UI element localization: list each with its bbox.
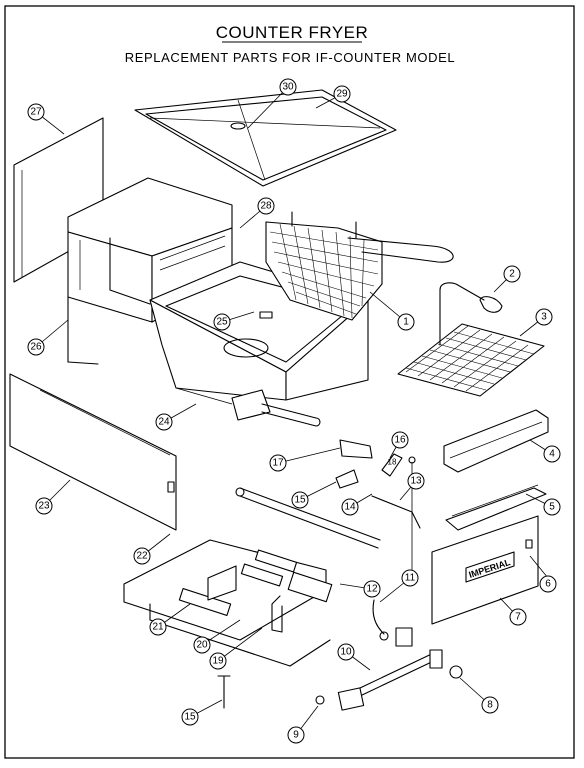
callout-1: 1	[397, 313, 415, 331]
svg-text:21: 21	[152, 622, 164, 633]
callout-6: 6	[539, 575, 557, 593]
part-fry-basket	[265, 211, 454, 321]
callout-14: 14	[341, 498, 359, 516]
svg-text:6: 6	[545, 579, 551, 590]
svg-text:2: 2	[509, 269, 515, 280]
svg-text:12: 12	[366, 584, 378, 595]
callout-15-lower: 15	[181, 708, 199, 726]
callout-25: 25	[213, 313, 231, 331]
callout-3: 3	[535, 308, 553, 326]
part-thermostat	[315, 649, 463, 711]
svg-text:23: 23	[38, 501, 50, 512]
svg-text:18: 18	[388, 458, 397, 467]
callout-9: 9	[287, 726, 305, 744]
diagram-frame	[4, 5, 575, 759]
svg-text:30: 30	[282, 82, 294, 93]
svg-text:10: 10	[340, 647, 352, 658]
callout-2: 2	[503, 265, 521, 283]
callout-5: 5	[543, 498, 561, 516]
callout-11: 11	[401, 569, 419, 587]
svg-text:9: 9	[293, 730, 299, 741]
callout-28: 28	[257, 197, 275, 215]
callout-27: 27	[27, 103, 45, 121]
part-front-skirt	[9, 373, 177, 531]
callout-20: 20	[193, 636, 211, 654]
svg-text:15: 15	[184, 712, 196, 723]
diagram-subtitle: REPLACEMENT PARTS FOR IF-COUNTER MODEL	[125, 50, 456, 65]
callout-4: 4	[543, 445, 561, 463]
callout-19: 19	[209, 652, 227, 670]
callout-8: 8	[481, 696, 499, 714]
svg-text:1: 1	[403, 317, 409, 328]
svg-text:7: 7	[515, 612, 521, 623]
callout-16: 16	[391, 431, 409, 449]
svg-text:29: 29	[336, 89, 348, 100]
callout-10: 10	[337, 643, 355, 661]
svg-text:14: 14	[344, 502, 356, 513]
svg-text:25: 25	[216, 317, 228, 328]
callout-23: 23	[35, 497, 53, 515]
callout-17: 17	[269, 454, 287, 472]
part-gas-manifold	[217, 439, 421, 709]
svg-text:5: 5	[549, 502, 555, 513]
part-rear-housing	[67, 177, 233, 365]
svg-text:4: 4	[549, 449, 555, 460]
svg-text:16: 16	[394, 435, 406, 446]
svg-text:20: 20	[196, 640, 208, 651]
svg-text:27: 27	[30, 107, 42, 118]
diagram-title: COUNTER FRYER	[216, 23, 369, 42]
part-burner-frame	[123, 539, 331, 667]
callout-15-upper: 15	[291, 491, 309, 509]
svg-text:26: 26	[30, 342, 42, 353]
callout-13: 13	[407, 472, 425, 490]
svg-text:22: 22	[136, 551, 148, 562]
leader-lines	[35, 86, 553, 736]
callout-24: 24	[155, 413, 173, 431]
svg-text:15: 15	[294, 495, 306, 506]
svg-text:3: 3	[541, 312, 547, 323]
callout-29: 29	[333, 85, 351, 103]
callout-30: 30	[279, 78, 297, 96]
svg-text:17: 17	[272, 458, 284, 469]
svg-text:8: 8	[487, 700, 493, 711]
callout-7: 7	[509, 608, 527, 626]
callout-26: 26	[27, 338, 45, 356]
svg-text:13: 13	[410, 476, 422, 487]
callout-12: 12	[363, 580, 381, 598]
part-front-panel: IMPERIAL	[431, 515, 539, 625]
callout-18: 18	[388, 458, 397, 467]
part-rack	[397, 282, 545, 397]
svg-text:24: 24	[158, 417, 170, 428]
svg-text:28: 28	[260, 201, 272, 212]
svg-text:19: 19	[212, 656, 224, 667]
callout-21: 21	[149, 618, 167, 636]
callout-22: 22	[133, 547, 151, 565]
part-rails	[443, 409, 549, 531]
svg-text:11: 11	[405, 573, 416, 584]
part-cover	[134, 89, 397, 187]
